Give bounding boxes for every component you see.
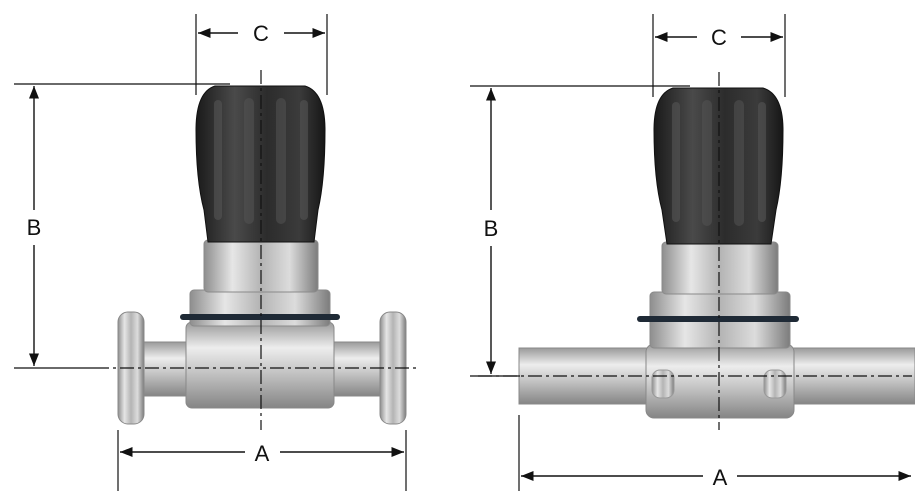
knob-rib [300, 100, 308, 220]
knob-rib [276, 98, 286, 224]
knob-rib [702, 100, 712, 226]
dimension-label-c: C [253, 21, 269, 46]
seal-ring [180, 314, 340, 320]
figure-clamp-valve: C B A [14, 14, 420, 491]
valve-body [185, 321, 335, 409]
dimension-label-b: B [484, 216, 499, 241]
right-pipe-stub [329, 341, 381, 397]
body-saddle [189, 289, 331, 327]
body-lug-right [763, 369, 787, 399]
knob-rib [734, 100, 744, 226]
bonnet [661, 241, 779, 295]
left-pipe-stub [139, 341, 191, 397]
seal-ring [637, 316, 799, 322]
dimension-label-a: A [255, 441, 270, 466]
knob-rib [214, 100, 222, 220]
figure-butt-weld-valve: C B A [470, 14, 915, 491]
body-lug-left [651, 369, 675, 399]
dimension-label-a: A [713, 465, 728, 490]
knob-rib [244, 98, 254, 224]
knob-rib [672, 102, 680, 222]
dimension-label-c: C [711, 25, 727, 50]
dimension-label-b: B [27, 215, 42, 240]
knob-rib [758, 102, 766, 222]
